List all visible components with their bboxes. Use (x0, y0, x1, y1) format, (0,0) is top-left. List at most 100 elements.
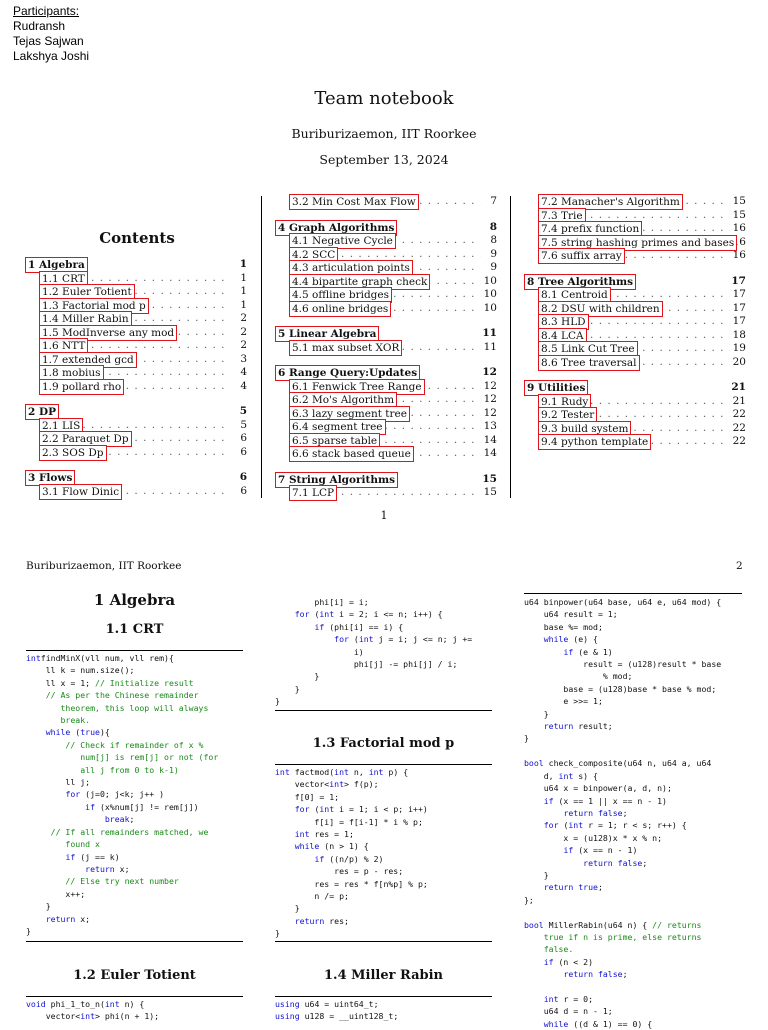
toc-subsection-entry[interactable]: . . . . . . . . . . . . . . . . . . . . … (524, 248, 746, 264)
toc-link[interactable]: 1.4 Miller Rabin (39, 311, 132, 327)
toc-link[interactable]: 3 Flows (25, 470, 76, 486)
toc-link[interactable]: 1.9 pollard rho (39, 378, 125, 395)
code-text (26, 789, 65, 799)
toc-link[interactable]: 6.6 stack based queue (289, 446, 414, 462)
toc-subsection-entry[interactable]: . . . . . . . . . . . . . . . . . . . . … (25, 378, 247, 395)
toc-link[interactable]: 4.6 online bridges (289, 300, 392, 317)
toc-link[interactable]: 7.6 suffix array (538, 248, 625, 264)
toc-link[interactable]: 6.4 segment tree (289, 419, 386, 435)
toc-link[interactable]: 4.5 offline bridges (289, 287, 392, 303)
toc-subsection-entry[interactable]: . . . . . . . . . . . . . . . . . . . . … (275, 273, 497, 290)
toc-link[interactable]: 1.1 CRT (39, 270, 88, 287)
toc-link[interactable]: 1.5 ModInverse any mod (39, 324, 178, 341)
toc-link[interactable]: 5.1 max subset XOR (289, 339, 403, 356)
toc-link[interactable]: 3.1 Flow Dinic (39, 483, 123, 500)
toc-subsection-entry[interactable]: . . . . . . . . . . . . . . . . . . . . … (524, 221, 746, 237)
toc-link[interactable]: 1.6 NTT (39, 338, 89, 354)
toc-link[interactable]: 4.2 SCC (289, 246, 339, 263)
toc-subsection-entry[interactable]: . . . . . . . . . . . . . . . . . . . . … (524, 407, 746, 423)
code-text: ; (622, 807, 628, 818)
toc-link[interactable]: 3.2 Min Cost Max Flow (289, 194, 419, 210)
toc-link[interactable]: 8.2 DSU with children (538, 300, 663, 317)
toc-link[interactable]: 7.2 Manacher's Algorithm (538, 194, 683, 210)
toc-link[interactable]: 2.2 Paraquet Dp (39, 431, 132, 447)
code-text (275, 841, 295, 851)
toc-link[interactable]: 4.1 Negative Cycle (289, 233, 396, 249)
toc-link[interactable]: 8.4 LCA (538, 327, 587, 344)
toc-subsection-entry[interactable]: . . . . . . . . . . . . . . . . . . . . … (524, 207, 746, 224)
toc-link[interactable]: 7.1 LCP (289, 485, 338, 501)
toc-link[interactable]: 1.2 Euler Totient (39, 284, 135, 300)
toc-subsection-entry[interactable]: . . . . . . . . . . . . . . . . . . . . … (275, 485, 497, 501)
code-rule (275, 764, 492, 765)
code-text: x = (u128)x * x % n; (524, 832, 663, 843)
toc-subsection-entry[interactable]: . . . . . . . . . . . . . . . . . . . . … (275, 419, 497, 435)
toc-subsection-entry[interactable]: . . . . . . . . . . . . . . . . . . . . … (275, 339, 497, 356)
code-text: base = (u128)base * base % mod; (524, 683, 717, 694)
toc-subsection-entry[interactable]: . . . . . . . . . . . . . . . . . . . . … (275, 233, 497, 249)
toc-subsection-entry[interactable]: . . . . . . . . . . . . . . . . . . . . … (25, 351, 247, 368)
toc-link[interactable]: 9.4 python template (538, 434, 652, 450)
toc-page-number: 15 (482, 472, 497, 485)
toc-subsection-entry[interactable]: . . . . . . . . . . . . . . . . . . . . … (25, 365, 247, 381)
toc-link[interactable]: 9.1 Rudy (538, 393, 592, 410)
toc-subsection-entry[interactable]: . . . . . . . . . . . . . . . . . . . . … (25, 297, 247, 314)
toc-subsection-entry[interactable]: . . . . . . . . . . . . . . . . . . . . … (524, 420, 746, 437)
toc-link[interactable]: 8 Tree Algorithms (524, 273, 637, 290)
toc-subsection-entry[interactable]: . . . . . . . . . . . . . . . . . . . . … (275, 378, 497, 395)
toc-subsection-entry[interactable]: . . . . . . . . . . . . . . . . . . . . … (275, 246, 497, 263)
toc-link[interactable]: 2.3 SOS Dp (39, 444, 107, 461)
toc-subsection-entry[interactable]: . . . . . . . . . . . . . . . . . . . . … (25, 444, 247, 461)
toc-subsection-entry[interactable]: . . . . . . . . . . . . . . . . . . . . … (524, 300, 746, 317)
toc-subsection-entry[interactable]: . . . . . . . . . . . . . . . . . . . . … (25, 417, 247, 434)
toc-subsection-entry[interactable]: . . . . . . . . . . . . . . . . . . . . … (524, 194, 746, 210)
toc-subsection-entry[interactable]: . . . . . . . . . . . . . . . . . . . . … (275, 432, 497, 449)
toc-subsection-entry[interactable]: . . . . . . . . . . . . . . . . . . . . … (524, 327, 746, 344)
toc-subsection-entry[interactable]: . . . . . . . . . . . . . . . . . . . . … (524, 234, 746, 251)
toc-subsection-entry[interactable]: . . . . . . . . . . . . . . . . . . . . … (25, 284, 247, 300)
toc-subsection-entry[interactable]: . . . . . . . . . . . . . . . . . . . . … (524, 434, 746, 450)
toc-link[interactable]: 6.3 lazy segment tree (289, 405, 410, 422)
toc-link[interactable]: 7.5 string hashing primes and bases (538, 234, 738, 251)
toc-subsection-entry[interactable]: . . . . . . . . . . . . . . . . . . . . … (275, 405, 497, 422)
code-text: } (524, 869, 549, 880)
toc-subsection-entry[interactable]: . . . . . . . . . . . . . . . . . . . . … (275, 300, 497, 317)
code-comment: // Initialize result (95, 677, 194, 688)
toc-subsection-entry[interactable]: . . . . . . . . . . . . . . . . . . . . … (25, 431, 247, 447)
toc-link[interactable]: 2.1 LIS (39, 417, 84, 434)
toc-link[interactable]: 1.3 Factorial mod p (39, 297, 149, 314)
code-text: r = 1; r < s; r++) { (583, 820, 687, 831)
code-text: res; (324, 915, 349, 926)
toc-subsection-entry[interactable]: . . . . . . . . . . . . . . . . . . . . … (524, 354, 746, 371)
toc-subsection-entry[interactable]: . . . . . . . . . . . . . . . . . . . . … (524, 393, 746, 410)
toc-subsection-entry[interactable]: . . . . . . . . . . . . . . . . . . . . … (25, 338, 247, 354)
toc-subsection-entry[interactable]: . . . . . . . . . . . . . . . . . . . . … (524, 287, 746, 303)
toc-link[interactable]: 7.3 Trie (538, 207, 586, 224)
toc-subsection-entry[interactable]: . . . . . . . . . . . . . . . . . . . . … (25, 324, 247, 341)
toc-subsection-entry[interactable]: . . . . . . . . . . . . . . . . . . . . … (524, 341, 746, 357)
toc-link[interactable]: 8.6 Tree traversal (538, 354, 640, 371)
running-header-left: Buriburizaemon, IIT Roorkee (26, 560, 182, 572)
toc-subsection-entry[interactable]: . . . . . . . . . . . . . . . . . . . . … (25, 270, 247, 287)
toc-link[interactable]: 1.8 mobius (39, 365, 104, 381)
toc-subsection-entry[interactable]: . . . . . . . . . . . . . . . . . . . . … (275, 287, 497, 303)
toc-subsection-entry[interactable]: . . . . . . . . . . . . . . . . . . . . … (25, 311, 247, 327)
toc-link[interactable]: 4.3 articulation points (289, 260, 413, 276)
toc-subsection-entry[interactable]: . . . . . . . . . . . . . . . . . . . . … (275, 260, 497, 276)
toc-subsection-entry[interactable]: . . . . . . . . . . . . . . . . . . . . … (524, 314, 746, 330)
toc-subsection-entry[interactable]: . . . . . . . . . . . . . . . . . . . . … (25, 483, 247, 500)
toc-subsection-entry[interactable]: . . . . . . . . . . . . . . . . . . . . … (275, 392, 497, 408)
toc-subsection-entry[interactable]: . . . . . . . . . . . . . . . . . . . . … (275, 194, 497, 210)
code-text (26, 727, 46, 737)
toc-link[interactable]: 2 DP (25, 404, 59, 420)
toc-subsection-entry[interactable]: . . . . . . . . . . . . . . . . . . . . … (275, 446, 497, 462)
